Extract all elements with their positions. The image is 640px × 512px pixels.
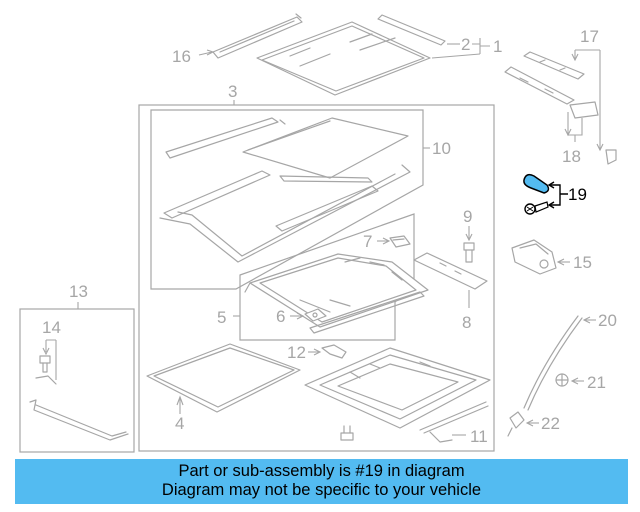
part-11-frame bbox=[304, 347, 491, 443]
callout-8: 8 bbox=[462, 313, 471, 332]
part-20-hose bbox=[523, 315, 583, 411]
callout-3: 3 bbox=[228, 82, 237, 101]
callout-15: 15 bbox=[573, 253, 592, 272]
part-15-motor bbox=[511, 239, 557, 275]
part-8-bar bbox=[413, 252, 488, 290]
callout-4: 4 bbox=[175, 414, 184, 433]
part-1-glass-panel bbox=[256, 21, 431, 96]
part-7-bracket bbox=[389, 235, 411, 248]
banner-line-2: Diagram may not be specific to your vehi… bbox=[161, 481, 482, 499]
callout-9: 9 bbox=[463, 207, 472, 226]
assembly-box-13 bbox=[19, 308, 135, 453]
callout-13: 13 bbox=[69, 282, 88, 301]
part-12-clip bbox=[321, 344, 347, 359]
callout-5: 5 bbox=[217, 308, 226, 327]
part-21-grommet bbox=[555, 373, 569, 387]
callout-14: 14 bbox=[42, 318, 61, 337]
part-16-rail bbox=[212, 13, 303, 59]
callout-7: 7 bbox=[363, 232, 372, 251]
part-22-hose-end bbox=[507, 411, 525, 437]
assembly-box-10 bbox=[150, 109, 424, 290]
callout-11: 11 bbox=[470, 427, 488, 446]
part-9-bolt bbox=[463, 242, 475, 263]
part-17-rail bbox=[504, 51, 585, 105]
callout-21: 21 bbox=[587, 373, 606, 392]
part-5-frame bbox=[244, 253, 429, 334]
part-10-seals bbox=[159, 117, 411, 263]
assembly-box-3 bbox=[138, 104, 495, 452]
part-19-clip bbox=[523, 173, 550, 194]
callout-6: 6 bbox=[276, 307, 285, 326]
assembly-box-5 bbox=[239, 213, 415, 341]
part-17-clip bbox=[605, 149, 617, 165]
info-banner: Part or sub-assembly is #19 in diagram D… bbox=[15, 459, 628, 504]
part-14-fasteners bbox=[35, 355, 57, 385]
part-2-strip bbox=[377, 14, 446, 46]
callout-20: 20 bbox=[598, 311, 617, 330]
callout-17: 17 bbox=[580, 27, 599, 46]
part-6-clip bbox=[304, 308, 327, 322]
callout-12: 12 bbox=[287, 343, 306, 362]
callout-18: 18 bbox=[562, 147, 581, 166]
callout-22: 22 bbox=[541, 414, 560, 433]
callout-19: 19 bbox=[568, 185, 587, 204]
callout-1: 1 bbox=[493, 37, 502, 56]
part-18-bracket bbox=[569, 101, 599, 119]
banner-line-1: Part or sub-assembly is #19 in diagram bbox=[178, 462, 465, 480]
part-bolt-bottom bbox=[340, 425, 354, 441]
callout-16: 16 bbox=[172, 47, 191, 66]
callout-2: 2 bbox=[461, 35, 470, 54]
part-4-panel bbox=[146, 343, 301, 413]
callout-10: 10 bbox=[432, 139, 451, 158]
part-19-screw bbox=[524, 201, 549, 215]
part-13-seal bbox=[29, 399, 129, 441]
